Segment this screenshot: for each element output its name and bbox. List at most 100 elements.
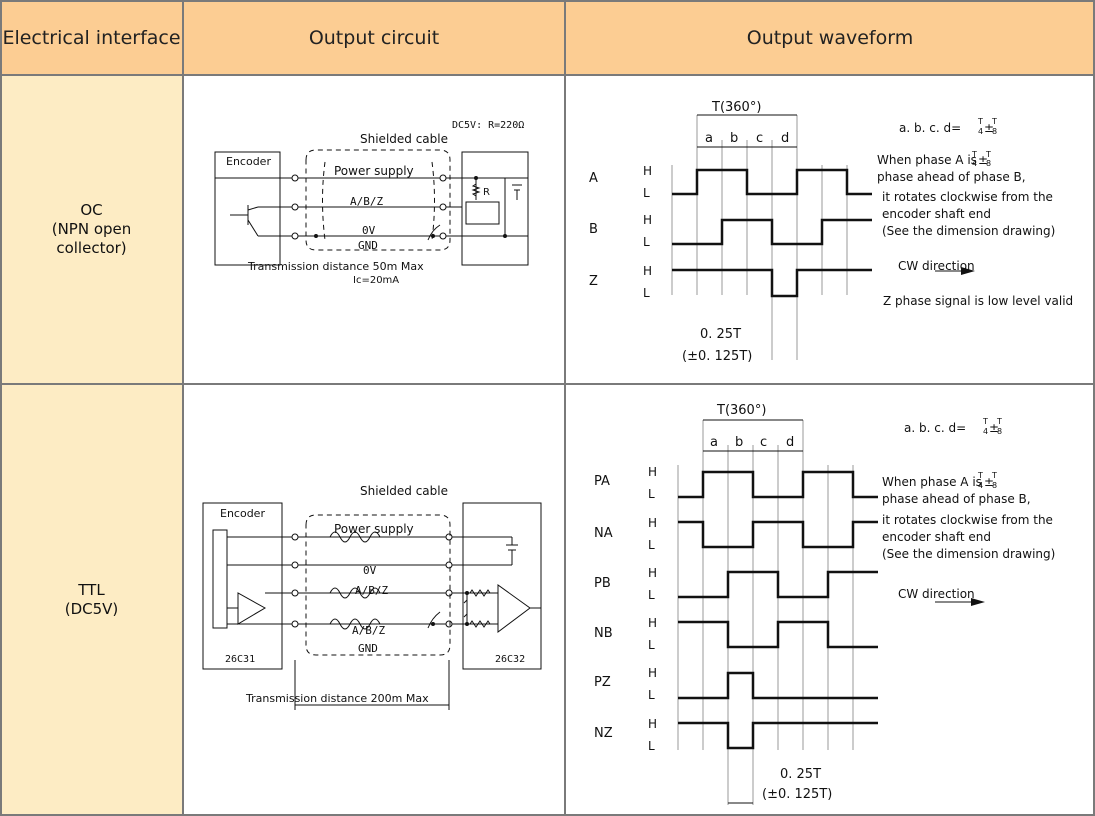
oc-waveform-diagram: T(360°) a b c d A B Z H L H L H L a. b. … — [589, 100, 1073, 364]
oc-dc5v-label: DC5V: R=220Ω — [452, 120, 524, 131]
ttl-waveform-diagram: T(360°) a b c d PA NA PB NB PZ NZ H L H … — [594, 403, 1055, 805]
oc-power-label: Power supply — [334, 164, 414, 178]
oc-desc-line1: (NPN open — [51, 220, 132, 238]
ttl-pb-l: L — [648, 588, 655, 602]
oc-note-line3: it rotates clockwise from the — [882, 190, 1053, 204]
ttl-nb-h: H — [648, 616, 657, 630]
oc-b-h: H — [643, 213, 652, 227]
ttl-period-label: T(360°) — [716, 403, 766, 418]
ttl-interface-cell: TTL (DC5V) — [0, 384, 183, 816]
ttl-distance-label: Transmission distance 200m Max — [245, 692, 429, 705]
ttl-note-t2: T — [991, 471, 997, 480]
oc-channel-z: Z — [589, 274, 598, 289]
ttl-na-l: L — [648, 538, 655, 552]
ttl-pa-l: L — [648, 487, 655, 501]
oc-note-4: 4 — [972, 159, 977, 168]
oc-gnd-label: GND — [358, 239, 378, 252]
ttl-seg-d: d — [786, 435, 794, 450]
oc-distance-label: Transmission distance 50m Max — [247, 260, 424, 273]
oc-note-prefix: When phase A is — [877, 153, 977, 167]
oc-note-line4: encoder shaft end — [882, 207, 991, 221]
oc-circuit-diagram: Encoder Shielded cable Power supply A/B/… — [214, 120, 529, 286]
ttl-note-line5: (See the dimension drawing) — [882, 547, 1055, 561]
ttl-chip2-label: 26C32 — [495, 654, 525, 665]
oc-note-pm: ± — [978, 153, 988, 167]
ttl-note-line4: encoder shaft end — [882, 530, 991, 544]
oc-seg-b: b — [730, 131, 738, 146]
ttl-tolerance-label: (±0. 125T) — [762, 787, 832, 802]
ttl-channel-na: NA — [594, 526, 613, 541]
ttl-desc: (DC5V) — [64, 600, 119, 618]
ttl-pz-l: L — [648, 688, 655, 702]
oc-zlow-label: Z phase signal is low level valid — [883, 294, 1073, 308]
oc-note-line2: phase ahead of phase B, — [877, 170, 1026, 184]
ttl-channel-pz: PZ — [594, 675, 611, 690]
ttl-channel-nz: NZ — [594, 726, 613, 741]
ttl-0v-label: 0V — [363, 564, 377, 577]
ttl-nb-l: L — [648, 638, 655, 652]
ttl-seg-b: b — [735, 435, 743, 450]
grid-line-h-top — [0, 0, 1095, 2]
oc-z-l: L — [643, 286, 650, 300]
ttl-pz-h: H — [648, 666, 657, 680]
grid-line-h-mid — [0, 383, 1095, 385]
oc-a-h: H — [643, 164, 652, 178]
ttl-note-line2: phase ahead of phase B, — [882, 492, 1031, 506]
oc-a-l: L — [643, 186, 650, 200]
ttl-name: TTL — [78, 581, 105, 599]
oc-formula-t1: T — [977, 117, 983, 126]
ttl-encoder-label: Encoder — [220, 507, 265, 520]
oc-note-8: 8 — [986, 159, 991, 168]
ttl-formula-prefix: a. b. c. d= — [904, 421, 966, 435]
ttl-cw-arrow-icon — [935, 598, 985, 606]
grid-line-h-bottom — [0, 814, 1095, 816]
oc-ic-label: Ic=20mA — [353, 275, 399, 286]
ttl-nz-h: H — [648, 717, 657, 731]
ttl-note-t1: T — [977, 471, 983, 480]
ttl-abz-bar-label: A/B/Z — [352, 624, 385, 637]
oc-encoder-label: Encoder — [226, 155, 271, 168]
oc-quarter-label: 0. 25T — [700, 327, 741, 342]
header-output-waveform: Output waveform — [565, 0, 1095, 75]
ttl-seg-c: c — [760, 435, 767, 450]
oc-name: OC — [80, 201, 103, 219]
oc-0v-label: 0V — [362, 224, 376, 237]
ttl-note-8: 8 — [992, 481, 997, 490]
ttl-note-line3: it rotates clockwise from the — [882, 513, 1053, 527]
ttl-formula-t2: T — [996, 417, 1002, 426]
ttl-chip1-label: 26C31 — [225, 654, 255, 665]
ttl-gnd-label: GND — [358, 642, 378, 655]
ttl-na-h: H — [648, 516, 657, 530]
oc-z-h: H — [643, 264, 652, 278]
oc-cw-arrow-icon — [935, 267, 975, 275]
oc-note-t2: T — [985, 150, 991, 159]
header-output-circuit: Output circuit — [183, 0, 565, 75]
grid-line-v-right — [1093, 0, 1095, 816]
ttl-shielded-label: Shielded cable — [360, 484, 448, 498]
header-electrical-interface: Electrical interface — [0, 0, 183, 75]
ttl-formula-pm: ± — [989, 421, 999, 435]
oc-period-label: T(360°) — [711, 100, 761, 115]
ttl-channel-pb: PB — [594, 576, 611, 591]
ttl-abz-label: A/B/Z — [355, 584, 388, 597]
oc-formula-t2: T — [991, 117, 997, 126]
oc-interface-cell: OC (NPN open collector) — [0, 75, 183, 384]
ttl-seg-a: a — [710, 435, 718, 450]
oc-seg-d: d — [781, 131, 789, 146]
ttl-cw-label: CW direction — [898, 587, 975, 601]
ttl-channel-pa: PA — [594, 474, 610, 489]
oc-desc-line2: collector) — [56, 239, 127, 257]
oc-note-line5: (See the dimension drawing) — [882, 224, 1055, 238]
ttl-power-label: Power supply — [334, 522, 414, 536]
oc-formula-8: 8 — [992, 127, 997, 136]
oc-tolerance-label: (±0. 125T) — [682, 349, 752, 364]
oc-r-label: R — [483, 187, 490, 198]
oc-seg-a: a — [705, 131, 713, 146]
ttl-formula-4: 4 — [983, 427, 988, 436]
oc-channel-a: A — [589, 171, 598, 186]
oc-shielded-label: Shielded cable — [360, 132, 448, 146]
oc-formula-4: 4 — [978, 127, 983, 136]
oc-formula-prefix: a. b. c. d= — [899, 121, 961, 135]
grid-line-v-1 — [182, 0, 184, 816]
